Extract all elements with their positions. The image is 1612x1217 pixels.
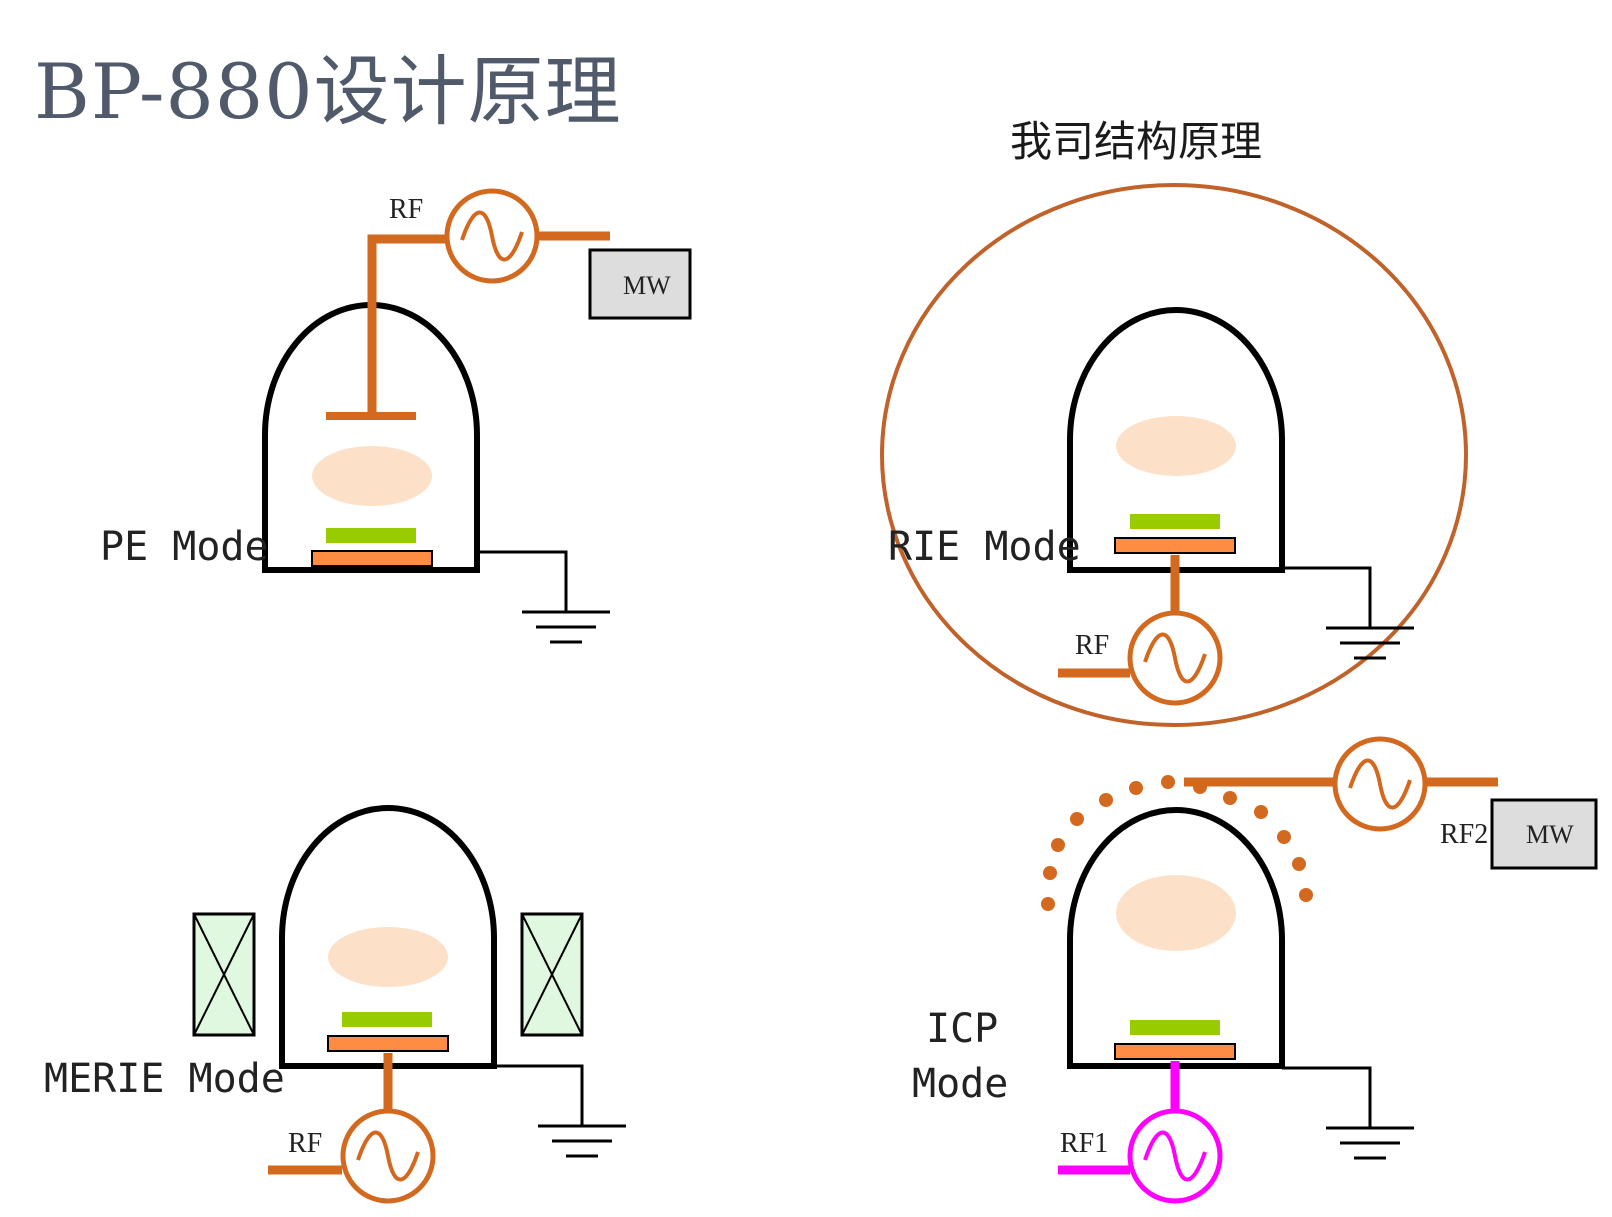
rie-mode-label: RIE Mode	[888, 524, 1081, 570]
merie-wafer	[342, 1012, 432, 1027]
pe-mode-panel: RF MW PE Mode	[100, 188, 692, 644]
merie-ground-icon	[494, 1064, 626, 1158]
merie-plasma	[328, 927, 448, 987]
icp-rf1-label: RF1	[1060, 1128, 1108, 1159]
icp-mw-box	[1490, 798, 1598, 870]
rie-chamber	[1067, 307, 1285, 573]
rie-rf-label: RF	[1075, 630, 1109, 661]
pe-plasma	[312, 446, 432, 506]
pe-ground-icon	[477, 550, 610, 644]
pe-rf-label: RF	[389, 194, 423, 225]
rie-mode-panel: RF RIE Mode	[880, 183, 1468, 727]
icp-mode-panel: RF2 MW RF1 ICP Mode	[912, 736, 1598, 1204]
page-title: BP-880设计原理	[34, 47, 622, 136]
merie-mode-label: MERIE Mode	[44, 1056, 285, 1102]
pe-bottom-electrode	[311, 550, 433, 567]
pe-rf-feed-line	[367, 234, 448, 414]
rie-ground-icon	[1282, 566, 1414, 660]
icp-bottom-electrode	[1114, 1043, 1236, 1060]
icp-rf1-source-icon	[1127, 1108, 1223, 1204]
merie-rf-source-icon	[340, 1108, 436, 1204]
pe-rf-source-icon	[444, 188, 540, 284]
icp-mode-label-line1: ICP	[926, 1006, 998, 1052]
merie-mode-panel: RF MERIE Mode	[44, 805, 626, 1204]
icp-chamber	[1067, 807, 1285, 1069]
rie-wafer	[1130, 514, 1220, 529]
merie-rf-label: RF	[288, 1128, 322, 1159]
icp-mw-label: MW	[1526, 820, 1574, 849]
icp-plasma	[1116, 875, 1236, 951]
icp-mode-label-line2: Mode	[912, 1061, 1008, 1107]
icp-rf2-source-icon	[1332, 736, 1428, 832]
pe-wafer	[326, 528, 416, 543]
rie-highlight-ring	[880, 183, 1468, 727]
pe-mw-label: MW	[623, 271, 671, 300]
rie-rf-source-icon	[1127, 610, 1223, 706]
company-principle-heading: 我司结构原理	[1010, 117, 1263, 166]
merie-left-magnet-icon	[192, 912, 256, 1037]
pe-mode-label: PE Mode	[100, 524, 269, 570]
rie-plasma	[1116, 416, 1236, 476]
icp-wafer	[1130, 1020, 1220, 1035]
icp-ground-icon	[1282, 1066, 1414, 1160]
merie-bottom-electrode	[327, 1035, 449, 1052]
icp-rf2-label: RF2	[1440, 819, 1488, 850]
merie-right-magnet-icon	[520, 912, 584, 1037]
merie-chamber	[279, 805, 497, 1069]
rie-bottom-electrode	[1114, 537, 1236, 554]
pe-mw-box	[588, 248, 692, 320]
